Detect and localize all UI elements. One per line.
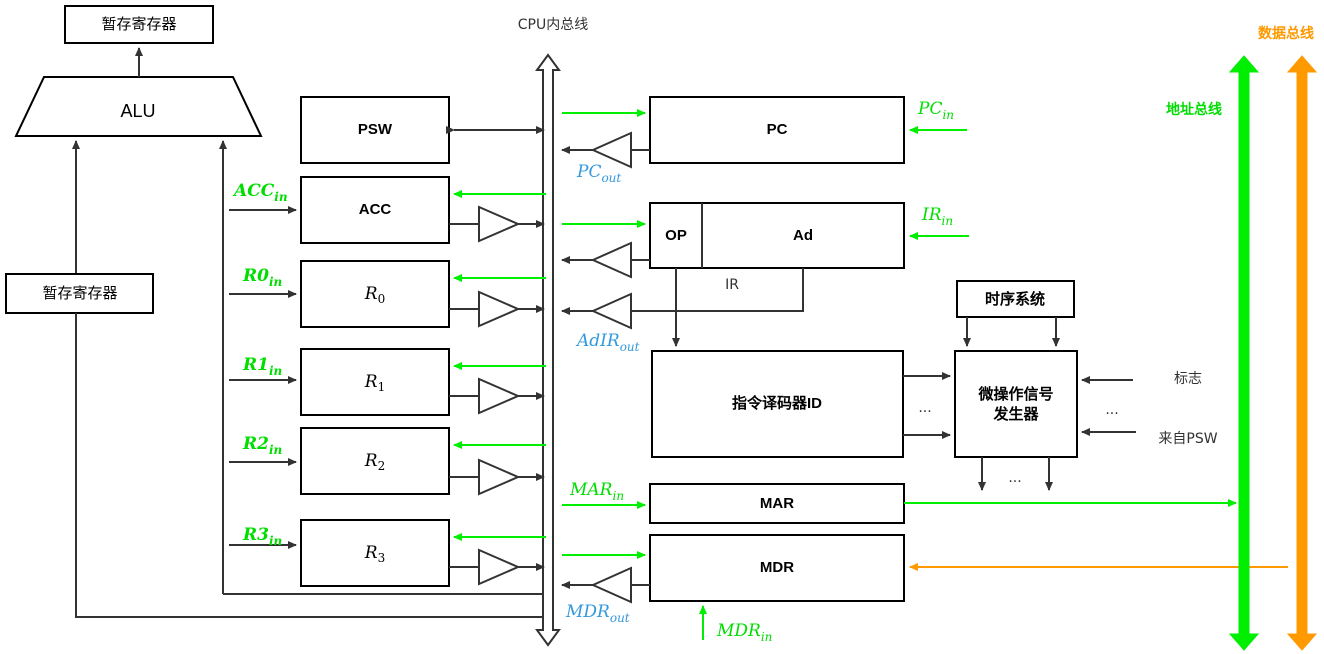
mdr-out-buffer [561, 566, 650, 604]
adir-out-buffer [561, 292, 632, 330]
instruction-decoder [651, 350, 904, 458]
r0-label: R0 [364, 284, 385, 306]
acc-register [300, 176, 450, 244]
r0-out-buffer [449, 290, 545, 328]
ir-in-signal: IRin [921, 205, 953, 228]
ir-out-buffer [561, 241, 650, 279]
r1-out-buffer [449, 377, 545, 415]
op-label: OP [665, 227, 687, 244]
ir-register [649, 202, 905, 269]
data-bus [1286, 55, 1318, 651]
r1-in-signal: R1in [242, 355, 282, 378]
psw-register [300, 96, 450, 164]
r3-in-signal: R3in [242, 525, 282, 548]
from-psw-label: 来自PSW [1158, 431, 1217, 447]
micro-label-line1: 微操作信号 [977, 385, 1053, 403]
ir-label: IR [725, 277, 739, 293]
mdr-out-signal: MDRout [565, 602, 630, 625]
pc-in-signal: PCin [917, 99, 954, 122]
alu-shape [14, 76, 263, 137]
mar-register [649, 483, 905, 524]
temp-register-top-label: 暂存寄存器 [101, 15, 176, 33]
ad-feedback-line [631, 268, 804, 312]
address-bus-label: 地址总线 [1166, 101, 1222, 118]
timing-label: 时序系统 [985, 290, 1045, 308]
r0-in-signal: R0in [242, 266, 282, 289]
r3-register [300, 519, 450, 587]
adir-out-signal: AdIRout [575, 331, 640, 354]
micro-ellipsis-right: ... [1105, 402, 1118, 418]
address-bus [1228, 55, 1260, 651]
pc-register [649, 96, 905, 164]
r2-register [300, 427, 450, 495]
micro-op-generator [954, 350, 1078, 458]
pc-out-signal: PCout [576, 162, 621, 185]
micro-ellipsis-bottom: ... [1008, 470, 1021, 486]
pc-out-buffer [561, 131, 650, 169]
temp-register-left [5, 273, 154, 314]
mar-label: MAR [760, 495, 794, 512]
acc-out-buffer [449, 205, 545, 243]
r1-label: R1 [364, 372, 385, 394]
data-bus-label: 数据总线 [1258, 25, 1314, 42]
r0-register [300, 260, 450, 328]
decoder-label: 指令译码器ID [732, 394, 822, 412]
psw-label: PSW [358, 121, 393, 138]
mdr-label: MDR [760, 559, 794, 576]
r2-in-signal: R2in [242, 434, 282, 457]
mar-in-signal: MARin [569, 480, 624, 503]
acc-label: ACC [359, 201, 392, 218]
mdr-in-signal: MDRin [716, 621, 772, 644]
decoder-ellipsis: ... [918, 400, 931, 416]
pc-label: PC [767, 121, 788, 138]
alu-label: ALU [120, 101, 155, 121]
r3-out-buffer [449, 548, 545, 586]
r2-label: R2 [364, 451, 385, 473]
cpu-bus-label: CPU内总线 [518, 17, 588, 33]
mdr-register [649, 534, 905, 602]
ad-label: Ad [793, 227, 813, 244]
acc-in-signal: ACCin [232, 181, 288, 204]
r3-label: R3 [364, 543, 385, 565]
micro-label-line2: 发生器 [992, 405, 1039, 423]
bus-to-temp-line [75, 313, 548, 618]
r1-register [300, 348, 450, 416]
timing-system [956, 280, 1075, 318]
cpu-internal-bus [535, 53, 561, 647]
r2-out-buffer [449, 458, 545, 496]
temp-register-top [64, 5, 214, 44]
temp-register-left-label: 暂存寄存器 [42, 284, 117, 302]
flag-label: 标志 [1174, 371, 1202, 387]
